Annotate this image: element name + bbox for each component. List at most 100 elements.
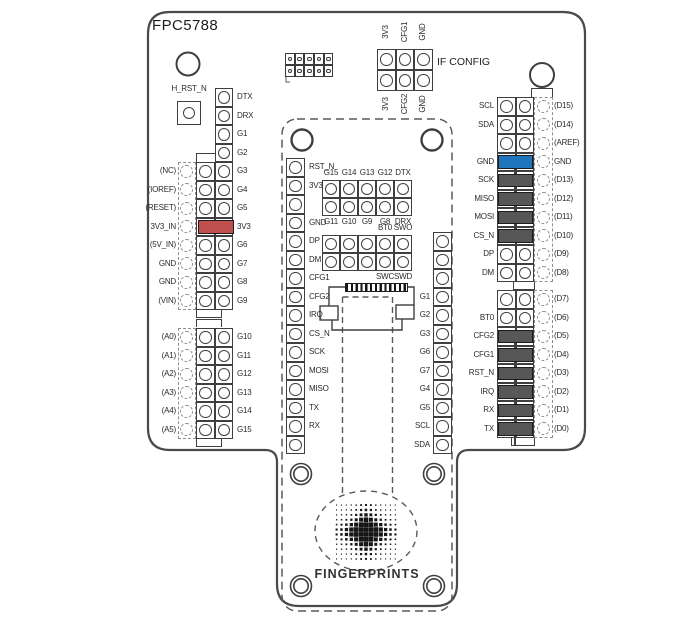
- analog-header-pin: [214, 328, 233, 347]
- pin-hole: [518, 137, 531, 150]
- right-bottom-header-arduino-label: (D1): [554, 405, 569, 415]
- pin-hole: [378, 237, 392, 251]
- module-debug-grid-pin: [376, 253, 394, 271]
- smd-footprint-pad: [314, 53, 324, 65]
- module-right-pin-label: G6: [419, 347, 430, 357]
- ref-mark: [285, 77, 290, 83]
- tail-mount-holes: [289, 462, 446, 598]
- pin-hole: [289, 272, 302, 285]
- pin-hole: [380, 74, 393, 87]
- analog-header-pin: [196, 420, 215, 439]
- pin-hole: [500, 266, 513, 279]
- right-bottom-header-socket: [536, 422, 550, 436]
- left-header-label: G1: [237, 129, 248, 139]
- analog-header-socket: [180, 367, 194, 381]
- pin-hole: [289, 253, 302, 266]
- module-left-pin-label: DM: [309, 254, 322, 264]
- pin-hole: [199, 202, 212, 215]
- module-left-pin: [286, 398, 305, 417]
- right-bottom-header-arduino-label: (D2): [554, 386, 569, 396]
- mount-hole: [175, 51, 201, 77]
- right-top-header-socket: [536, 173, 550, 187]
- pin-hole: [199, 165, 212, 178]
- right-top-header-signal-label: MISO: [474, 193, 494, 203]
- module-gpio-grid-pin: [358, 180, 376, 198]
- pin-hole: [217, 423, 230, 436]
- pin-hole: [199, 183, 212, 196]
- left-header-pin: [214, 180, 233, 199]
- pin-hole: [199, 368, 212, 381]
- fpc-connector-lines: [328, 286, 415, 331]
- module-left-pin: [286, 232, 305, 251]
- right-top-header-pin: [497, 115, 516, 134]
- right-top-header-signal-label: GND: [476, 156, 494, 166]
- jumper-gray: [498, 422, 533, 436]
- module-debug-grid-pin: [394, 253, 412, 271]
- module-gpio-grid-bottom-label: DRX: [394, 217, 412, 226]
- module-left-pin: [286, 176, 305, 195]
- left-header-socket: [180, 294, 194, 308]
- analog-header-socket: [180, 349, 194, 363]
- module-left-pin: [286, 213, 305, 232]
- analog-header-pin: [214, 346, 233, 365]
- analog-header-pin: [214, 420, 233, 439]
- module-left-pin: [286, 287, 305, 306]
- pin-hole: [360, 200, 374, 214]
- module-debug-grid-pin: [376, 235, 394, 253]
- pin-hole: [199, 349, 212, 362]
- right-top-header-socket: [536, 155, 550, 169]
- left-header-pin: [214, 199, 233, 218]
- pad-hole: [297, 56, 302, 62]
- jumper-gray: [498, 229, 533, 243]
- module-left-pin-label: MISO: [309, 384, 329, 394]
- module-right-pin-label: G3: [419, 328, 430, 338]
- analog-header-arduino-label: (A1): [161, 350, 177, 360]
- left-header-pin: [214, 273, 233, 292]
- pin-hole: [217, 128, 230, 141]
- module-right-pin: [433, 250, 452, 269]
- pin-hole: [199, 331, 212, 344]
- pin-hole: [199, 257, 212, 270]
- module-mount-hole: [420, 128, 444, 152]
- sensor-outline: [314, 490, 418, 572]
- analog-header-arduino-label: (A5): [161, 424, 177, 434]
- pin-hole: [378, 255, 392, 269]
- right-bottom-header-signal-label: CFG2: [473, 331, 494, 341]
- right-top-header-socket: [536, 118, 550, 132]
- module-right-pin: [433, 361, 452, 380]
- right-bottom-header-signal-label: CFG1: [473, 349, 494, 359]
- right-bottom-header-pin: [497, 308, 516, 327]
- module-gpio-grid-pin: [394, 180, 412, 198]
- left-header-pin: [196, 199, 215, 218]
- board-outline: [146, 10, 587, 608]
- pin-hole: [342, 237, 356, 251]
- left-header-label: G2: [237, 147, 248, 157]
- module-left-pin: [286, 417, 305, 436]
- pin-hole: [289, 401, 302, 414]
- left-header-socket: [180, 183, 194, 197]
- left-header-label: 3V3: [237, 221, 251, 231]
- right-top-header-pin: [515, 115, 534, 134]
- pin-hole: [217, 257, 230, 270]
- module-left-pin-label: TX: [309, 402, 319, 412]
- jumper-gray: [498, 192, 533, 206]
- left-header-label: G3: [237, 166, 248, 176]
- right-bottom-header-socket: [536, 329, 550, 343]
- pin-hole: [217, 202, 230, 215]
- right-bottom-header-arduino-label: (D5): [554, 331, 569, 341]
- pin-hole: [289, 235, 302, 248]
- pin-hole: [199, 294, 212, 307]
- module-left-pin: [286, 306, 305, 325]
- module-debug-grid-bottom-label: SWC: [375, 272, 395, 281]
- pin-hole: [518, 248, 531, 261]
- right-bottom-header-arduino-label: (D4): [554, 349, 569, 359]
- pad-hole: [326, 56, 331, 62]
- analog-header-pin: [196, 346, 215, 365]
- analog-header-arduino-label: (A2): [161, 369, 177, 379]
- right-top-header-pin: [497, 263, 516, 282]
- if-config-bottom-label: GND: [418, 95, 428, 113]
- pin-hole: [289, 420, 302, 433]
- left-header-pin: [214, 143, 233, 162]
- pin-hole: [289, 179, 302, 192]
